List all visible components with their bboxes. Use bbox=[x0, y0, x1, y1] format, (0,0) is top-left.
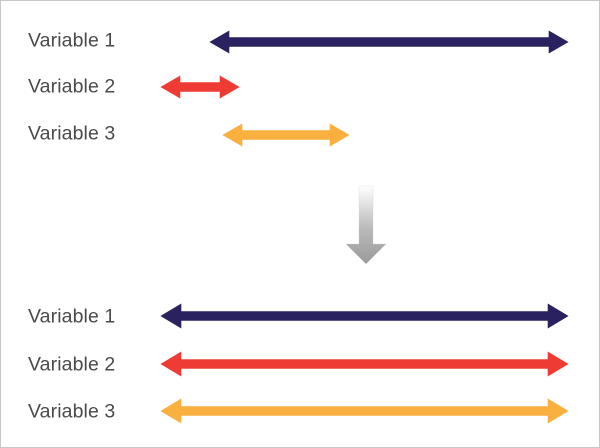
bottom-label-variable-3: Variable 3 bbox=[28, 400, 116, 423]
top-label-variable-3: Variable 3 bbox=[28, 122, 116, 145]
top-arrow-variable-2 bbox=[160, 75, 240, 99]
top-label-variable-2: Variable 2 bbox=[28, 75, 116, 98]
bottom-arrow-variable-2 bbox=[160, 351, 569, 377]
down-arrow-gradient-icon bbox=[345, 185, 387, 265]
top-label-variable-1: Variable 1 bbox=[28, 29, 116, 52]
bottom-arrow-variable-1 bbox=[160, 303, 569, 329]
top-arrow-variable-3 bbox=[222, 123, 350, 147]
bottom-label-variable-2: Variable 2 bbox=[28, 353, 116, 376]
top-arrow-variable-1 bbox=[209, 30, 569, 54]
bottom-label-variable-1: Variable 1 bbox=[28, 305, 116, 328]
bottom-arrow-variable-3 bbox=[160, 398, 569, 424]
